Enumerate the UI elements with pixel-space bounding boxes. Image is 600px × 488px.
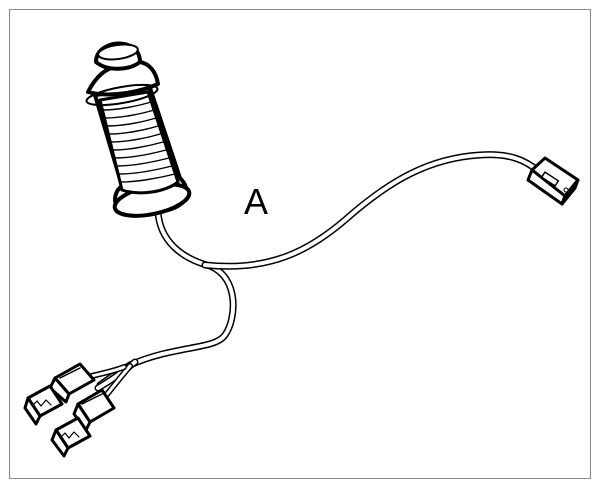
part-label: A [244,181,268,222]
cable-harness [23,41,580,458]
grip-handle-icon [85,41,192,218]
connector-plug-icon [23,362,116,458]
cable-end-connector-icon [526,156,580,206]
